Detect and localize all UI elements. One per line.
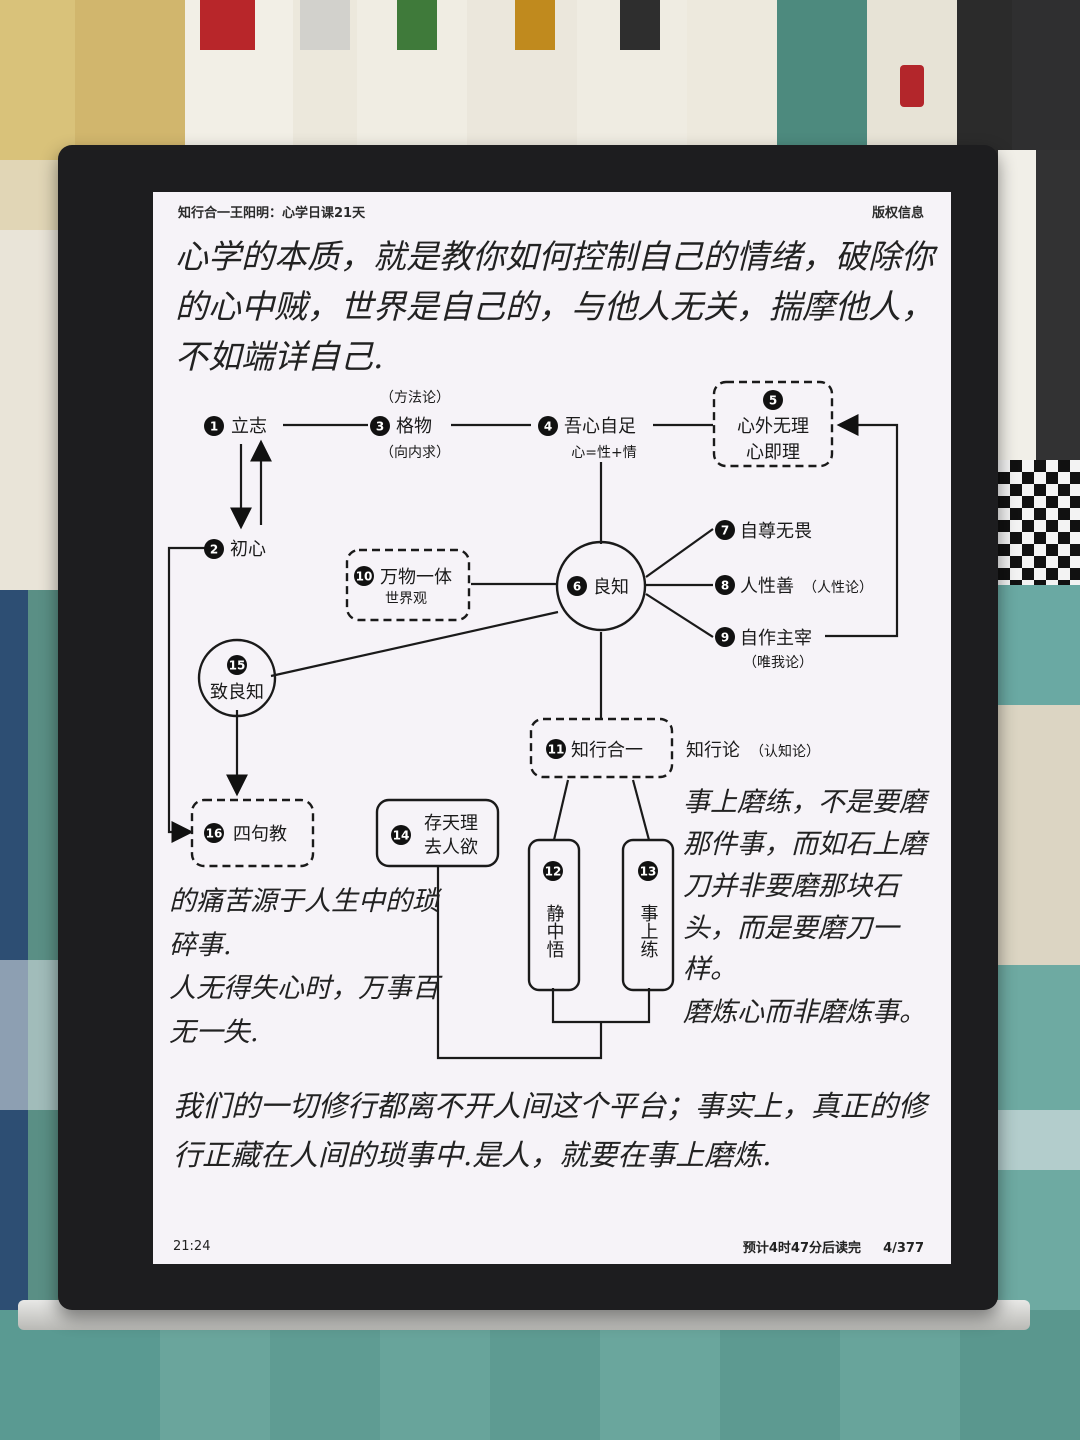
node-label-13: 事上练	[638, 904, 659, 958]
node-badge-number: 7	[721, 524, 729, 538]
node-badge-number: 3	[376, 420, 384, 434]
book-band	[900, 65, 924, 107]
mind-map-shape	[553, 988, 649, 1022]
mind-map-shape	[169, 548, 210, 832]
book-spine	[0, 230, 58, 590]
node-9-below: （唯我论）	[743, 655, 813, 671]
node-badge-number: 1	[210, 420, 218, 434]
node-3-above: （方法论）	[380, 390, 450, 406]
node-label-8: 人性善	[740, 576, 794, 597]
handwritten-note-bottom: 我们的一切修行都离不开人间这个平台；事实上，真正的修行正藏在人间的琐事中.是人，…	[173, 1082, 943, 1179]
book-spine	[998, 705, 1080, 965]
node-label-2: 初心	[230, 539, 266, 560]
node-badge-number: 9	[721, 631, 729, 645]
node-badge-number: 5	[769, 394, 777, 408]
book-band	[300, 0, 350, 50]
mind-map-shape	[271, 612, 558, 676]
shelf-holder	[0, 960, 58, 1110]
handwritten-note-bottom-right: 磨炼心而非磨炼事。	[683, 992, 951, 1034]
book-spine	[998, 150, 1036, 460]
book-spine	[777, 0, 867, 160]
node-label-6: 良知	[593, 577, 629, 598]
node-label-15: 致良知	[210, 682, 264, 703]
book-spine	[998, 585, 1080, 705]
mind-map-shape	[633, 780, 649, 840]
node-label-16: 四句教	[233, 824, 287, 845]
node-label-7: 自尊无畏	[740, 521, 812, 542]
book-spine	[28, 590, 58, 1310]
node-badge-number: 8	[721, 579, 729, 593]
node-11-side: 知行论	[686, 740, 740, 761]
book-spine	[0, 590, 28, 1310]
node-14-line2: 去人欲	[424, 837, 478, 858]
node-11-side-note: （认知论）	[750, 743, 820, 760]
handwritten-note-right: 事上磨练，不是要磨那件事，而如石上磨刀并非要磨那块石头，而是要磨刀一样。	[683, 782, 951, 991]
node-4-below: 心=性+情	[571, 445, 636, 461]
book-spine	[0, 160, 58, 230]
node-label-10: 万物一体	[380, 567, 452, 588]
node-badge-number: 11	[548, 743, 565, 757]
node-badge-number: 4	[544, 420, 552, 434]
mind-map-shape	[646, 529, 713, 577]
node-label-1: 立志	[231, 416, 267, 437]
book-spine	[0, 0, 75, 160]
node-8-note: （人性论）	[803, 580, 873, 596]
book-band	[620, 0, 660, 50]
node-badge-number: 2	[210, 543, 218, 557]
node-3-below: （向内求）	[380, 445, 450, 461]
reading-eta: 预计4时47分后读完	[743, 1237, 861, 1256]
node-label-4: 吾心自足	[564, 416, 636, 437]
node-badge-number: 12	[545, 865, 562, 879]
node-label-12: 静中悟	[544, 904, 565, 958]
shelf-holder	[998, 1110, 1080, 1170]
node-10-below: 世界观	[385, 591, 427, 607]
node-badge-number: 15	[229, 659, 246, 673]
book-spine	[687, 0, 777, 160]
mind-map-shape	[554, 780, 568, 840]
status-clock: 21:24	[173, 1239, 210, 1254]
checkered-book	[998, 460, 1080, 585]
node-badge-number: 10	[356, 570, 373, 584]
node-label-3: 格物	[396, 416, 432, 437]
book-spine	[957, 0, 1012, 160]
book-spine	[1036, 150, 1080, 460]
book-spine	[1012, 0, 1080, 160]
node-badge-number: 13	[640, 865, 657, 879]
node-badge-number: 6	[573, 580, 581, 594]
node-badge-number: 14	[393, 829, 410, 843]
mind-map-shape	[438, 866, 601, 1058]
mind-map-shape	[825, 425, 897, 636]
node-label-5: 心外无理	[737, 416, 809, 437]
node-label-14: 存天理	[424, 813, 478, 834]
node-label-11: 知行合一	[571, 740, 643, 761]
handwritten-note-left: 的痛苦源于人生中的琐碎事. 人无得失心时，万事百无一失.	[169, 880, 439, 1055]
ereader-screen[interactable]: 知行合一王阳明：心学日课21天 版权信息 心学的本质，就是教你如何控制自己的情绪…	[153, 192, 951, 1264]
book-spine	[75, 0, 185, 160]
mind-map-shape	[199, 640, 275, 716]
book-band	[515, 0, 555, 50]
book-band	[397, 0, 437, 50]
node-badge-number: 16	[206, 827, 223, 841]
mind-map-shape	[646, 594, 713, 637]
node-5-line2: 心即理	[746, 442, 800, 463]
node-label-9: 自作主宰	[740, 628, 812, 649]
page-indicator: 4/377	[883, 1241, 924, 1256]
book-band	[200, 0, 255, 50]
